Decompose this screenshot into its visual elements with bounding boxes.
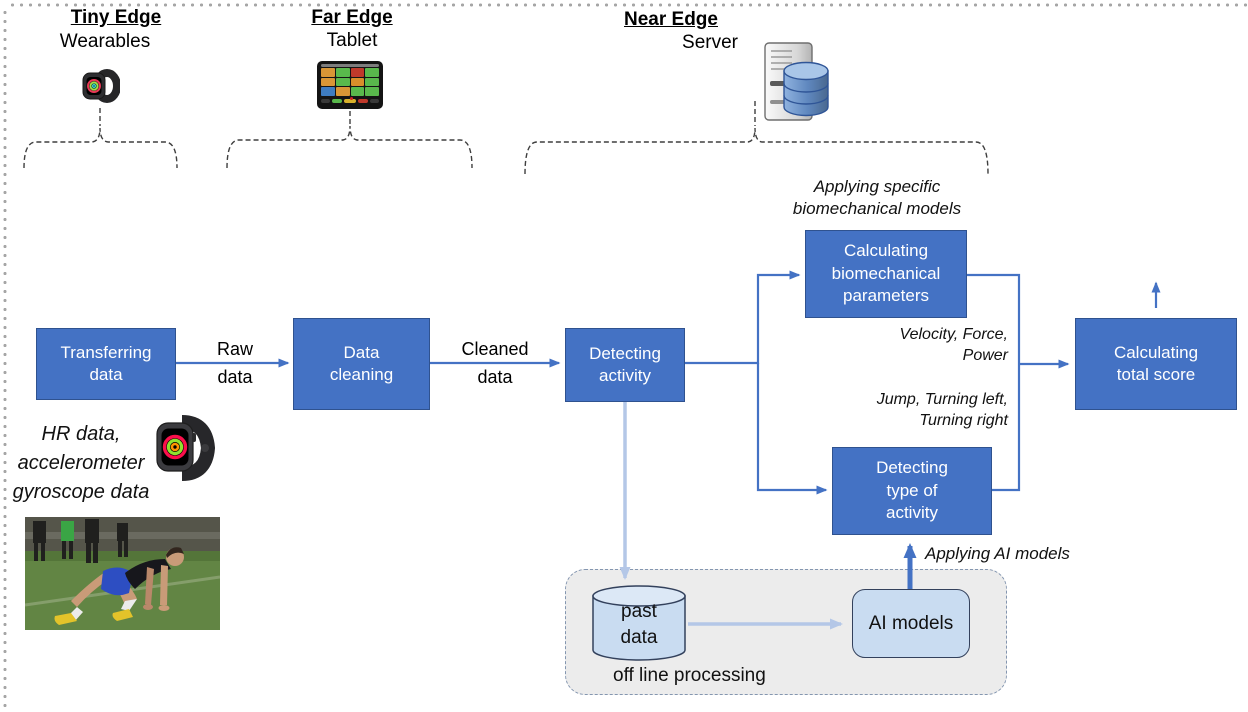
arrow-split-to-type bbox=[756, 363, 828, 495]
tier-tiny-edge-title: Tiny Edge bbox=[70, 7, 162, 28]
box-detecting-activity: Detecting activity bbox=[565, 328, 685, 402]
label-raw-data: Raw data bbox=[216, 339, 253, 387]
tablet-dashboard-grid bbox=[321, 68, 379, 96]
tier-tiny-edge-subtitle: Wearables bbox=[59, 31, 151, 52]
ai-models-box: AI models bbox=[852, 589, 970, 658]
past-data-label: past data bbox=[620, 601, 658, 648]
tier-near-edge-title: Near Edge bbox=[624, 9, 718, 30]
server-database-icon bbox=[748, 40, 838, 124]
annotation-sensor-data: HR data, accelerometer gyroscope data bbox=[12, 423, 150, 503]
label-cleaned-data: Cleaned data bbox=[461, 339, 529, 387]
annotation-velocity-force-power: Velocity, Force, Power bbox=[899, 326, 1008, 364]
athlete-photo bbox=[24, 517, 221, 630]
box-data-cleaning: Data cleaning bbox=[293, 318, 430, 410]
arrow-split-to-biomech bbox=[685, 270, 801, 365]
tier-near-edge-subtitle: Server bbox=[682, 32, 738, 53]
box-transferring-data: Transferring data bbox=[36, 328, 176, 400]
database-icon bbox=[783, 61, 829, 117]
offline-processing-caption: off line processing bbox=[613, 665, 766, 686]
past-data-cylinder bbox=[591, 582, 687, 666]
brace-far-edge bbox=[226, 125, 473, 169]
tablet-statusbar bbox=[321, 64, 379, 67]
dotted-border-top bbox=[8, 2, 1248, 8]
tablet-icon bbox=[317, 61, 383, 109]
brace-tiny-edge bbox=[23, 127, 178, 169]
tier-far-edge-title: Far Edge bbox=[311, 7, 393, 28]
brace-near-edge bbox=[524, 127, 989, 175]
dotted-border-left bbox=[2, 8, 8, 712]
smartwatch-large-icon bbox=[152, 410, 218, 486]
box-calculating-total-score: Calculating total score bbox=[1075, 318, 1237, 410]
annotation-jump-turning: Jump, Turning left, Turning right bbox=[876, 391, 1008, 429]
annotation-applying-specific-biomechanical-models: Applying specific biomechanical models bbox=[792, 177, 962, 219]
smartwatch-icon bbox=[80, 66, 121, 106]
box-detecting-type-of-activity: Detecting type of activity bbox=[832, 447, 992, 535]
tier-far-edge-subtitle: Tablet bbox=[326, 30, 378, 51]
box-calculating-biomechanical-parameters: Calculating biomechanical parameters bbox=[805, 230, 967, 318]
annotation-applying-ai-models: Applying AI models bbox=[925, 544, 1070, 563]
tablet-footer-buttons bbox=[321, 98, 379, 103]
tablet-indicator-dot bbox=[350, 97, 353, 100]
